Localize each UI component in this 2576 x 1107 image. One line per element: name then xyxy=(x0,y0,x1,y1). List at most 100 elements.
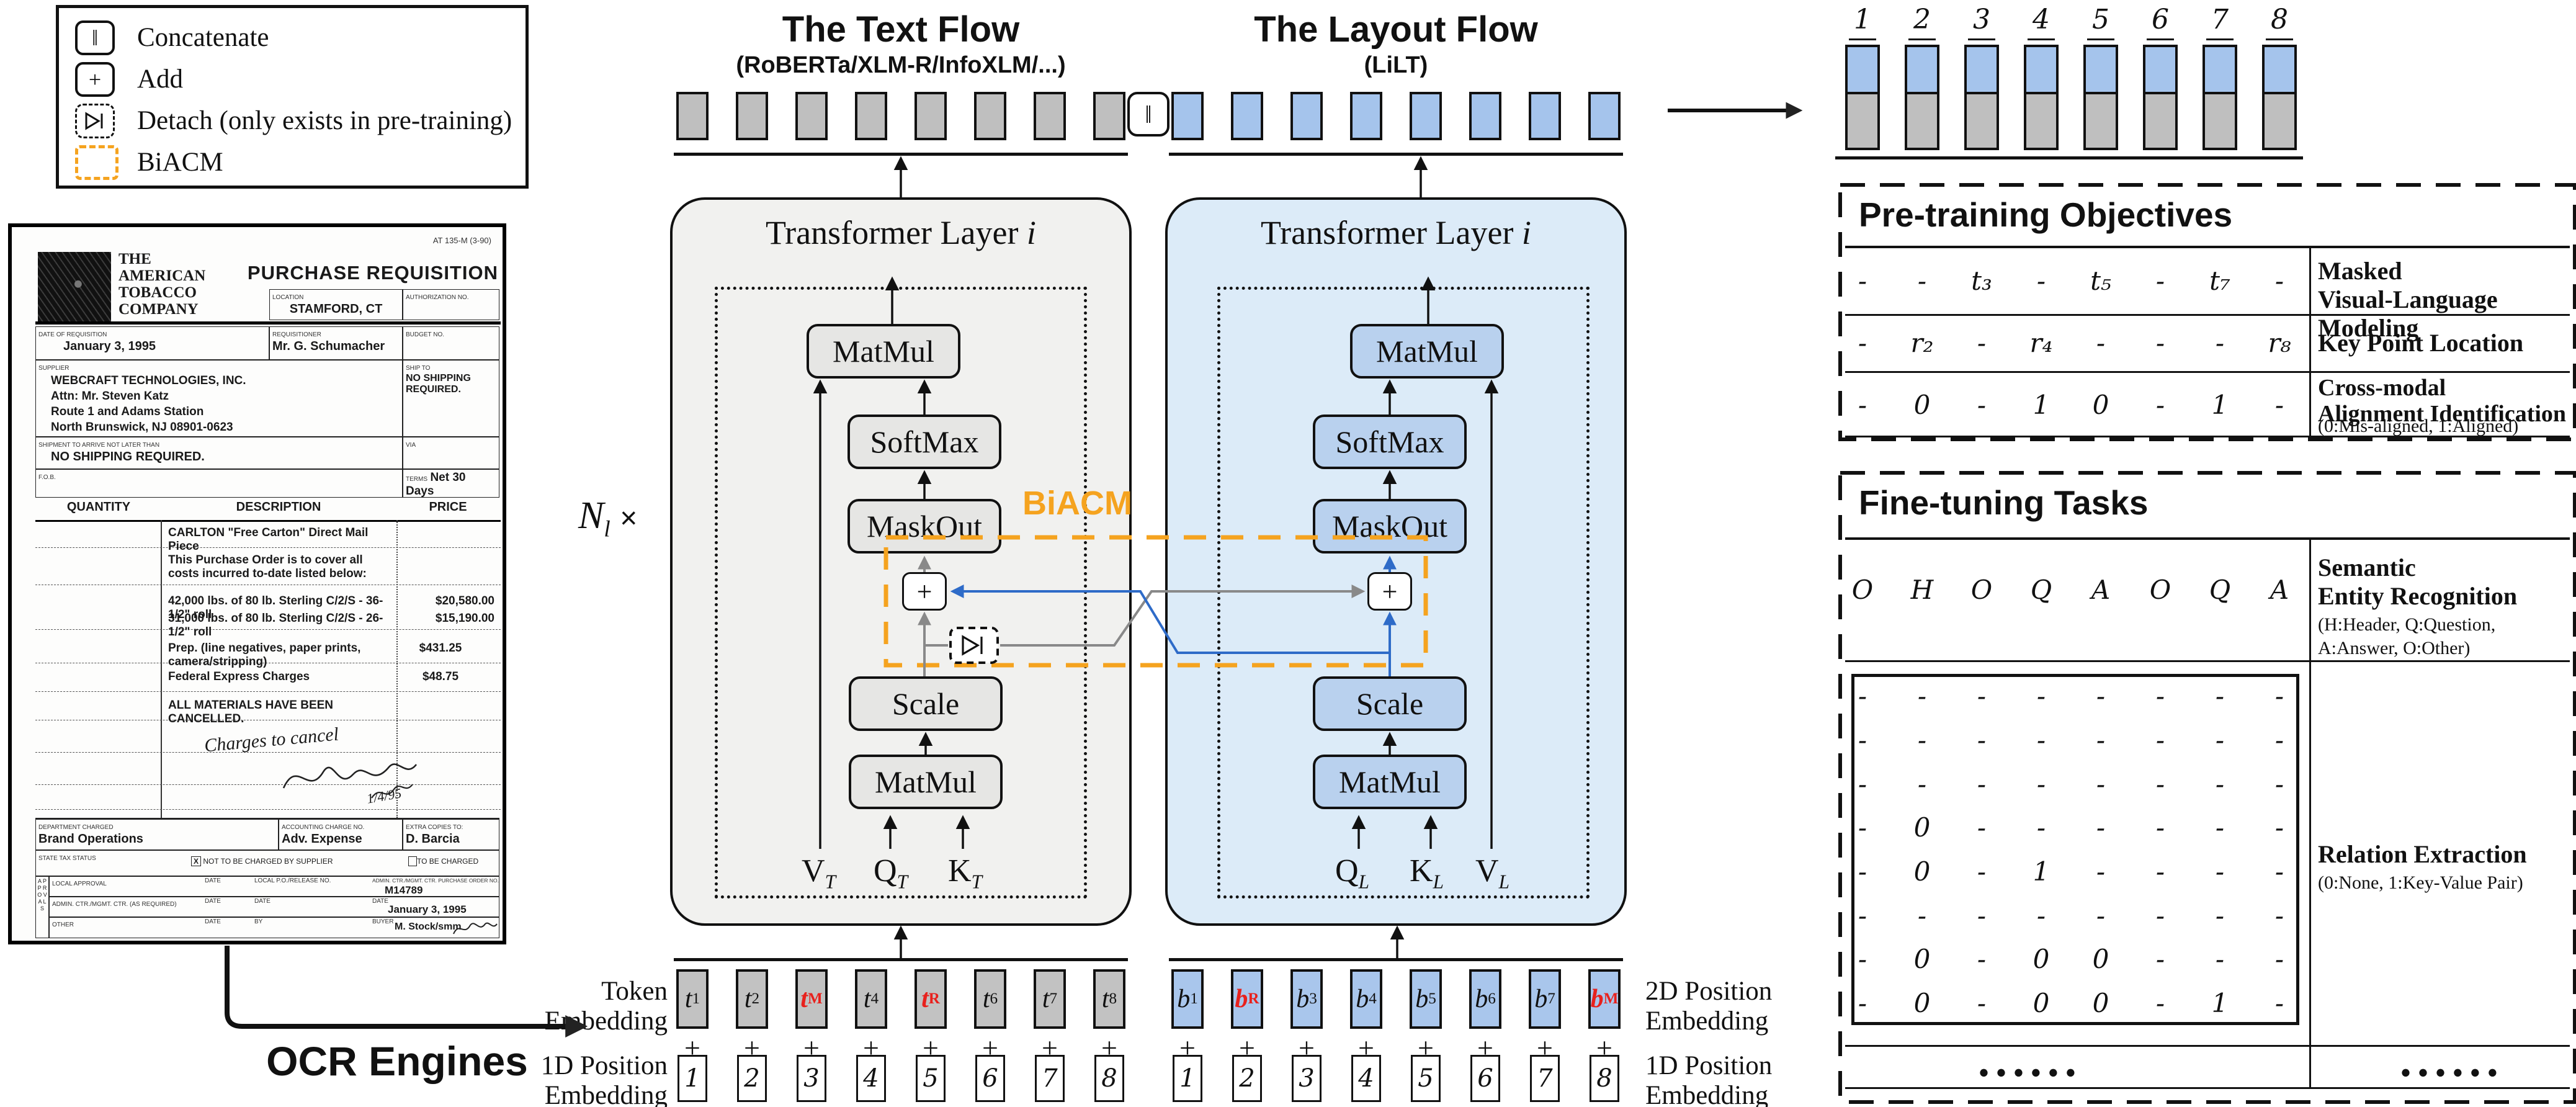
objective-value: 0 xyxy=(2092,390,2109,420)
objective-value: 1 xyxy=(2033,390,2050,420)
relation-value: - xyxy=(1858,856,1867,887)
matrix-row: -------- xyxy=(1833,681,2309,711)
item-line: This Purchase Order is to cover all cost… xyxy=(168,554,367,580)
text-output-bar xyxy=(795,92,828,140)
ser-tag: A xyxy=(2091,575,2111,605)
relation-value: - xyxy=(2274,944,2284,974)
ocr-engines-label: OCR Engines xyxy=(266,1038,528,1084)
checkbox-checked: X xyxy=(191,856,202,866)
legend-item-biacm: BiACM xyxy=(75,141,525,183)
relation-value: 0 xyxy=(1913,812,1931,843)
objective-value: - xyxy=(1917,266,1927,296)
location-cell: LOCATION STAMFORD, CT xyxy=(269,289,403,320)
concatenate-box: ‖ xyxy=(1127,92,1169,137)
approvals-vertical-label: A P P R O V A L S xyxy=(35,876,49,938)
output-position-number: 7 xyxy=(2190,4,2250,40)
relation-value: - xyxy=(1977,988,1987,1018)
relation-value: - xyxy=(2215,769,2225,799)
objective-value: - xyxy=(1858,266,1867,296)
requisitioner-value: Mr. G. Schumacher xyxy=(272,339,385,353)
buyer-signature xyxy=(453,922,498,934)
output-position-number: 2 xyxy=(1892,4,1952,40)
relation-value: - xyxy=(2155,988,2165,1018)
relation-value: - xyxy=(2036,900,2046,931)
relation-value: - xyxy=(2155,812,2165,843)
ship-to-cell: SHIP TO NO SHIPPING REQUIRED. xyxy=(403,360,499,437)
layout-embedding-overline xyxy=(1169,958,1623,961)
item-price: $431.25 xyxy=(419,642,462,655)
relation-value: 1 xyxy=(2033,856,2050,887)
relation-value: 0 xyxy=(2092,944,2109,974)
pretraining-title: Pre-training Objectives xyxy=(1859,195,2233,234)
mvlm-values: --t₃-t₅-t₇- xyxy=(1833,266,2309,296)
legend-box: ‖ Concatenate + Add Detach (only exists … xyxy=(56,5,529,189)
document-title: PURCHASE REQUISITION xyxy=(247,262,498,284)
approval-row: ADMIN. CTR./MGMT. CTR. (AS REQUIRED) DAT… xyxy=(49,897,499,917)
objective-value: - xyxy=(2036,266,2046,296)
layout-output-bar xyxy=(1410,92,1442,140)
position-box: 1 xyxy=(678,1055,707,1102)
handwritten-signature xyxy=(282,763,418,799)
text-maskout: MaskOut xyxy=(847,499,1001,554)
objective-value: - xyxy=(2274,390,2284,420)
output-position-number: 5 xyxy=(2071,4,2131,40)
relation-value: - xyxy=(2096,856,2106,887)
legend-label: Concatenate xyxy=(137,23,269,52)
company-logo xyxy=(38,252,111,323)
relation-value: - xyxy=(2215,900,2225,931)
ser-tag: O xyxy=(1851,575,1874,605)
department-cell: DEPARTMENT CHARGED Brand Operations xyxy=(35,818,279,850)
ser-tag: Q xyxy=(2209,575,2231,605)
objective-value: r₂ xyxy=(1910,328,1934,358)
relation-value: - xyxy=(2215,856,2225,887)
divider xyxy=(396,520,398,818)
position-box: 7 xyxy=(1530,1055,1560,1102)
form-number: AT 135-M (3-90) xyxy=(432,236,491,245)
position-box: 8 xyxy=(1094,1055,1124,1102)
ellipsis-left: ······ xyxy=(1977,1049,2081,1097)
concat-output-bar xyxy=(1905,45,1939,150)
objective-value: - xyxy=(2155,266,2165,296)
ser-tag: A xyxy=(2270,575,2289,605)
approval-row: LOCAL APPROVAL DATE LOCAL P.O./RELEASE N… xyxy=(49,876,499,897)
item-price: $20,580.00 xyxy=(435,594,494,607)
copies-cell: EXTRA COPIES TO: D. Barcia xyxy=(403,818,499,850)
relation-value: - xyxy=(2096,769,2106,799)
layout-matmul-bottom: MatMul xyxy=(1313,755,1467,809)
objective-value: t₃ xyxy=(1971,266,1992,296)
item-price: $48.75 xyxy=(422,670,459,683)
ser-tag: Q xyxy=(2030,575,2052,605)
concat-output-bar xyxy=(2083,45,2118,150)
relation-value: - xyxy=(1858,900,1867,931)
relation-value: - xyxy=(2036,812,2046,843)
fob-cell: F.O.B. xyxy=(35,469,403,498)
text-transformer-title: Transformer Layer i xyxy=(766,214,1036,251)
ser-note: (H:Header, Q:Question,A:Answer, O:Other) xyxy=(2318,614,2496,658)
stacked-bars-underline xyxy=(1835,156,2303,159)
concat-output-bar xyxy=(2024,45,2059,150)
objective-value: 1 xyxy=(2211,390,2229,420)
layout-output-underline xyxy=(1169,153,1623,156)
relation-value: - xyxy=(1977,856,1987,887)
output-position-number: 1 xyxy=(1833,4,1892,40)
layout-maskout: MaskOut xyxy=(1313,499,1467,554)
item-line: 31,000 lbs. of 80 lb. Sterling C/2/S - 2… xyxy=(168,612,383,639)
objective-value: - xyxy=(2215,328,2225,358)
ship-to-value: NO SHIPPING REQUIRED. xyxy=(406,373,471,395)
relation-value: - xyxy=(2155,725,2165,755)
text-output-bar xyxy=(1034,92,1066,140)
position-box: 8 xyxy=(1590,1055,1619,1102)
relation-value: - xyxy=(1977,769,1987,799)
layout-value-label: VL xyxy=(1475,853,1509,893)
